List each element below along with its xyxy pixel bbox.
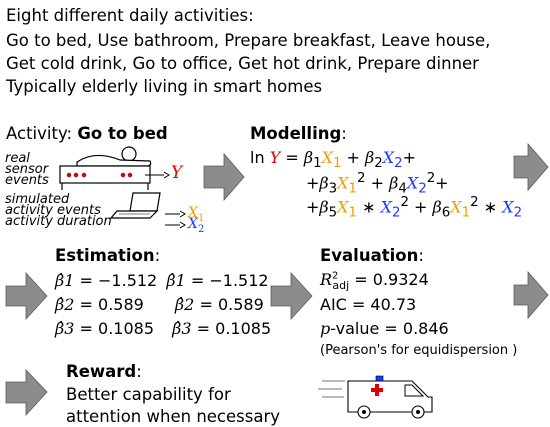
r2-adj-line: R2adj = 0.9324 bbox=[320, 270, 429, 293]
p-value-line: p-value = 0.846 bbox=[320, 319, 449, 338]
model-equation-line-1: ln Y = β1X1 + β2X2+ bbox=[250, 148, 417, 172]
activity-heading: Activity: Go to bed bbox=[6, 124, 168, 143]
intro-line-4: Typically elderly living in smart homes bbox=[6, 77, 323, 96]
arrow-activity-to-model bbox=[203, 152, 245, 202]
reward-heading: Reward: bbox=[66, 362, 142, 381]
reward-line-2: attention when necessary bbox=[66, 407, 281, 426]
equidispersion-note: (Pearson's for equidispersion ) bbox=[320, 343, 518, 358]
modelling-title: Modelling bbox=[250, 124, 342, 143]
activity-label: Activity: bbox=[6, 124, 73, 143]
estimation-title: Estimation bbox=[55, 246, 155, 265]
model-equation-line-3: +β5X1 ∗ X22 + β6X12 ∗ X2 bbox=[306, 195, 523, 221]
reward-line-1: Better capability for bbox=[66, 385, 231, 404]
sensor-dot bbox=[120, 172, 126, 178]
estimation-heading: Estimation: bbox=[55, 246, 161, 265]
estimation-row-1: β̂1 = −1.512 β̂1 = −1.512 bbox=[55, 271, 269, 290]
estimation-row-3: β̂3 = 0.1085 β̂3 = 0.1085 bbox=[55, 319, 272, 338]
sensor-dot bbox=[66, 172, 72, 178]
arrow-model-out bbox=[513, 142, 549, 192]
aic-line: AIC = 40.73 bbox=[320, 295, 417, 314]
sensor-dot bbox=[73, 172, 79, 178]
sensor-dot bbox=[81, 172, 87, 178]
intro-line-2: Go to bed, Use bathroom, Prepare breakfa… bbox=[6, 31, 491, 50]
y-symbol: Y bbox=[171, 163, 183, 183]
simulated-label: simulated activity events activity durat… bbox=[5, 192, 112, 229]
sensor-label: real sensor events bbox=[5, 151, 49, 188]
model-equation-line-2: +β3X12 + β4X22+ bbox=[306, 171, 449, 197]
sensor-dot bbox=[127, 172, 133, 178]
arrow-into-estimation bbox=[5, 271, 48, 321]
evaluation-title: Evaluation bbox=[320, 246, 419, 265]
arrow-into-reward bbox=[5, 369, 48, 417]
x2-symbol: X2 bbox=[188, 216, 205, 235]
estimation-row-2: β̂2 = 0.589 β̂2 = 0.589 bbox=[55, 295, 264, 314]
x1-symbol: X1 bbox=[188, 205, 205, 224]
arrow-estimation-to-evaluation bbox=[270, 271, 313, 321]
activity-value: Go to bed bbox=[77, 124, 168, 143]
modelling-heading: Modelling: bbox=[250, 124, 347, 143]
intro-line-3: Get cold drink, Go to office, Get hot dr… bbox=[6, 54, 479, 73]
arrow-evaluation-out bbox=[513, 270, 549, 320]
reward-title: Reward bbox=[66, 362, 137, 381]
intro-line-1: Eight different daily activities: bbox=[6, 6, 254, 25]
evaluation-heading: Evaluation: bbox=[320, 246, 424, 265]
